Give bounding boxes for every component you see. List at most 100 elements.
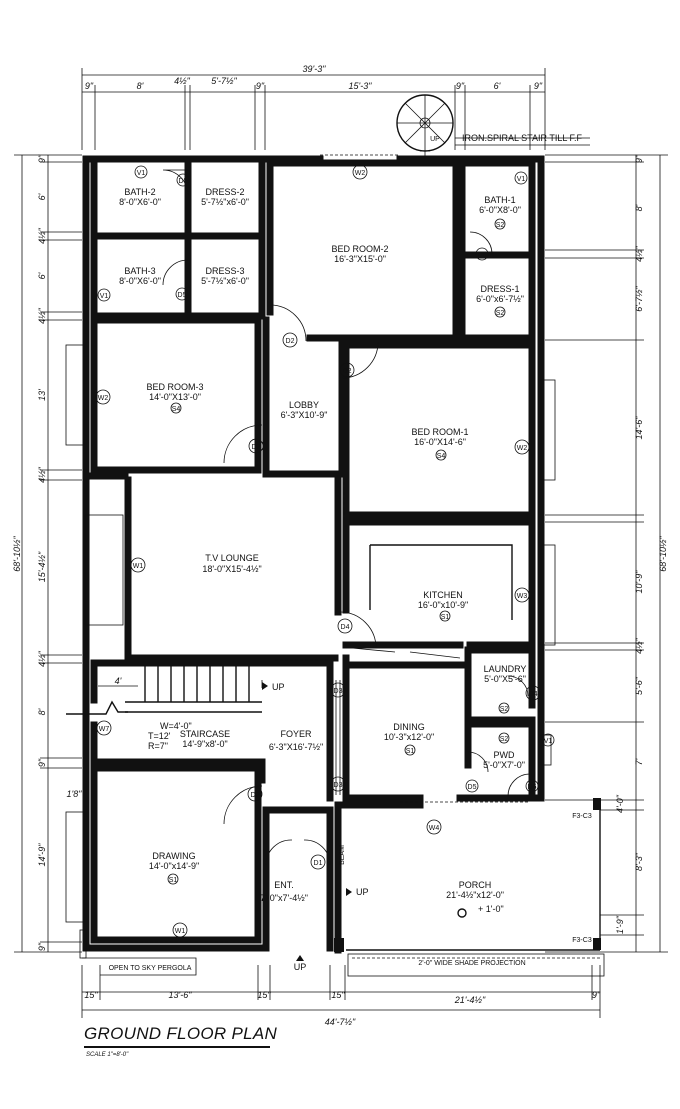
drawing-title: GROUND FLOOR PLAN xyxy=(84,1024,278,1043)
level-marker-icon xyxy=(457,908,467,918)
dim-top-2: 8' xyxy=(137,81,144,91)
dim-right-10: 4'-0" xyxy=(615,794,625,813)
dim-right-6: 10'-9" xyxy=(634,570,644,594)
tag-w3: W3 xyxy=(514,587,530,603)
room-laundry-name: LAUNDRY xyxy=(484,664,527,674)
note-shade: 2'-0" WIDE SHADE PROJECTION xyxy=(418,960,525,967)
dim-bottom-total: 44'-7½" xyxy=(325,1017,356,1027)
dim-right-12: 1'-9" xyxy=(615,915,625,934)
tag-s1: S1 xyxy=(439,610,451,622)
tag-d2: D2 xyxy=(248,438,264,454)
room-kitchen-name: KITCHEN xyxy=(423,590,463,600)
tag-s1: S1 xyxy=(404,744,416,756)
tag-s2: S2 xyxy=(494,218,506,230)
dim-right-9: 7' xyxy=(634,758,644,765)
dim-right-7: 4½" xyxy=(634,637,644,654)
dim-bottom-1: 15" xyxy=(84,990,98,1000)
svg-text:W3: W3 xyxy=(517,593,528,600)
dim-top-6: 15'-3" xyxy=(349,81,373,91)
tag-v1: V1 xyxy=(514,171,528,185)
svg-text:W7: W7 xyxy=(99,726,110,733)
svg-text:D5: D5 xyxy=(528,784,537,791)
top-dimension-lines: 39'-3" 9" 8' 4½" 5'-7½" 9" 15'-3" 9" 6' … xyxy=(81,64,546,150)
room-dress1-size: 6'-0"x6'-7½" xyxy=(476,294,524,304)
svg-text:D4: D4 xyxy=(341,624,350,631)
room-staircase-name: STAIRCASE xyxy=(180,729,230,739)
dim-right-8: 5'-6" xyxy=(634,676,644,695)
room-dining-name: DINING xyxy=(393,722,425,732)
dim-right-4: 6'-7½" xyxy=(634,285,644,311)
room-ent-size: 7'-0"x7'-4½" xyxy=(260,893,308,903)
room-drawing-size: 14'-0"x14'-9" xyxy=(149,861,199,871)
note-stair-r: R=7" xyxy=(148,741,168,751)
room-lobby-name: LOBBY xyxy=(289,400,319,410)
dim-top-1: 9" xyxy=(85,81,94,91)
room-pwd-size: 5'-0"X7'-0" xyxy=(483,760,525,770)
svg-text:V1: V1 xyxy=(100,293,109,300)
tag-w7: W7 xyxy=(96,720,112,736)
svg-text:D1: D1 xyxy=(314,860,323,867)
staircase-treads xyxy=(66,665,263,715)
dim-right-2: 8' xyxy=(634,204,644,211)
dim-left-1: 9" xyxy=(37,154,47,163)
svg-text:D2: D2 xyxy=(286,338,295,345)
dim-left-total: 68'-10½" xyxy=(12,535,22,571)
tag-d4: D4 xyxy=(525,685,541,701)
svg-text:D2: D2 xyxy=(252,444,261,451)
svg-text:S2: S2 xyxy=(500,736,509,743)
dim-bottom-5: 21'-4½" xyxy=(454,995,486,1005)
svg-text:S2: S2 xyxy=(496,310,505,317)
room-porch-name: PORCH xyxy=(459,880,492,890)
room-dress3-size: 5'-7½"x6'-0" xyxy=(201,276,249,286)
element-tags: V1 D5 W2 V1 S2 D5 V1 D5 S2 D2 D2 W2 S4 D… xyxy=(95,164,555,938)
tag-d5: D5 xyxy=(525,779,539,793)
tag-d2: D2 xyxy=(247,786,263,802)
tag-d3: D3 xyxy=(330,776,346,792)
svg-text:W2: W2 xyxy=(355,170,366,177)
tag-s4: S4 xyxy=(435,449,447,461)
svg-text:D5: D5 xyxy=(478,252,487,259)
note-beam: BEAM xyxy=(339,845,346,865)
room-dress2-size: 5'-7½"x6'-0" xyxy=(201,197,249,207)
room-bath3-name: BATH-3 xyxy=(124,266,155,276)
room-bath1-name: BATH-1 xyxy=(484,195,515,205)
tag-w2: W2 xyxy=(352,164,368,180)
spiral-stair xyxy=(396,94,590,159)
dim-top-9: 9" xyxy=(534,81,543,91)
svg-text:D5: D5 xyxy=(178,292,187,299)
svg-text:S4: S4 xyxy=(172,406,181,413)
room-dining-size: 10'-3"x12'-0" xyxy=(384,732,434,742)
dim-left-8: 15'-4½" xyxy=(37,551,47,582)
tag-w2: W2 xyxy=(95,389,111,405)
room-labels: BATH-2 8'-0"X6'-0" DRESS-2 5'-7½"x6'-0" … xyxy=(119,187,526,903)
tag-w4: W4 xyxy=(426,819,442,835)
room-bedroom3-size: 14'-0"X13'-0" xyxy=(149,392,201,402)
svg-text:S4: S4 xyxy=(437,453,446,460)
svg-text:D2: D2 xyxy=(343,368,352,375)
room-bedroom1-size: 16'-0"X14'-6" xyxy=(414,437,466,447)
tag-d1: D1 xyxy=(310,854,326,870)
dim-right-5: 14'-6" xyxy=(634,416,644,440)
room-laundry-size: 5'-0"X5'-6" xyxy=(484,674,526,684)
dim-bottom-6: 9" xyxy=(592,990,601,1000)
dim-right-1: 9" xyxy=(634,154,644,163)
dim-left-10: 8' xyxy=(37,708,47,715)
room-foyer-size: 6'-3"X16'-7½" xyxy=(269,742,323,752)
room-bath2-name: BATH-2 xyxy=(124,187,155,197)
svg-text:W2: W2 xyxy=(98,395,109,402)
dim-bottom-4: 15" xyxy=(331,990,345,1000)
room-dress3-name: DRESS-3 xyxy=(205,266,244,276)
tag-d4: D4 xyxy=(337,618,353,634)
note-spiral-stair: IRON.SPIRAL STAIR TILL F.F xyxy=(462,133,583,143)
dim-left-13: 9" xyxy=(37,942,47,951)
tag-s1: S1 xyxy=(167,873,179,885)
up-arrow-stair xyxy=(262,682,268,690)
dim-left-9: 4½" xyxy=(37,650,47,667)
dim-left-6: 13' xyxy=(37,389,47,401)
room-bath3-size: 8'-0"X6'-0" xyxy=(119,276,161,286)
svg-text:D4: D4 xyxy=(529,691,538,698)
tag-d5: D5 xyxy=(475,247,489,261)
svg-text:S2: S2 xyxy=(496,222,505,229)
note-porch-col-bottom: F3-C3 xyxy=(572,937,592,944)
